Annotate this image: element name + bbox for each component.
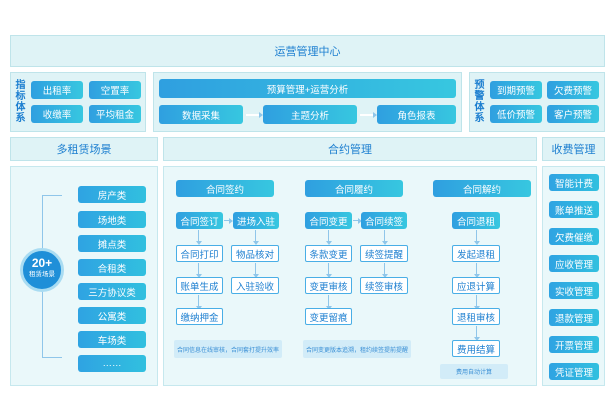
signing-arrow-2 — [195, 263, 202, 278]
signing-side-arrow-1 — [252, 230, 259, 245]
billing-item-receivable[interactable]: 应收管理 — [549, 255, 599, 272]
scene-item-venue[interactable]: 场地类 — [78, 211, 146, 228]
indicator-item-collection[interactable]: 收缴率 — [31, 105, 83, 123]
termination-arrow-4 — [473, 326, 480, 341]
termination-step-initiate[interactable]: 发起退租 — [452, 245, 500, 262]
indicator-item-vacancy[interactable]: 空置率 — [89, 81, 141, 99]
fulfillment-arrow-2 — [325, 263, 332, 278]
scene-item-parking[interactable]: 车场类 — [78, 331, 146, 348]
fulfillment-step-review[interactable]: 变更审核 — [305, 277, 352, 294]
billing-item-arrears-collection[interactable]: 欠费催缴 — [549, 228, 599, 245]
signing-step-sign[interactable]: 合同签订 — [176, 212, 223, 229]
billing-item-bill-push[interactable]: 账单推送 — [549, 201, 599, 218]
termination-step-settlement[interactable]: 费用结算 — [452, 340, 500, 357]
operations-center-title: 运营管理中心 — [274, 46, 341, 58]
flow-arrow-2 — [360, 111, 377, 118]
contract-col-signing-header[interactable]: 合同签约 — [176, 180, 274, 197]
warning-item-low-price[interactable]: 低价预警 — [490, 105, 542, 123]
fulfillment-side-renew[interactable]: 合同续签 — [361, 212, 407, 229]
fulfillment-step-change[interactable]: 合同变更 — [305, 212, 352, 229]
fulfillment-arrow-side — [353, 217, 362, 224]
fulfillment-step-trace[interactable]: 变更留痕 — [305, 308, 352, 325]
signing-step-print[interactable]: 合同打印 — [176, 245, 223, 262]
scene-item-property[interactable]: 房产类 — [78, 186, 146, 203]
flow-arrow-1 — [246, 111, 263, 118]
fulfillment-step-clause[interactable]: 条款变更 — [305, 245, 352, 262]
billing-item-voucher[interactable]: 凭证管理 — [549, 363, 599, 380]
contract-title: 合约管理 — [328, 144, 372, 156]
scene-item-shared[interactable]: 合租类 — [78, 259, 146, 276]
fulfillment-side-renew-reminder[interactable]: 续签提醒 — [360, 245, 408, 262]
scenes-header: 多租赁场景 — [10, 137, 158, 161]
fulfillment-arrow-1 — [325, 230, 332, 245]
indicator-item-occupancy[interactable]: 出租率 — [31, 81, 83, 99]
termination-arrow-1 — [473, 230, 480, 245]
signing-arrow-3 — [195, 295, 202, 310]
contract-col-fulfillment-header[interactable]: 合同履约 — [305, 180, 403, 197]
fulfillment-side-renew-review[interactable]: 续签审核 — [360, 277, 408, 294]
scene-item-tripartite[interactable]: 三方协议类 — [78, 283, 146, 300]
scenes-title: 多租赁场景 — [56, 144, 112, 156]
warning-item-customer[interactable]: 客户预警 — [547, 105, 599, 123]
scene-item-more[interactable]: …… — [78, 355, 146, 372]
billing-item-received[interactable]: 实收管理 — [549, 282, 599, 299]
signing-side-check-items[interactable]: 物品核对 — [231, 245, 279, 262]
signing-step-bill[interactable]: 账单生成 — [176, 277, 223, 294]
budget-title[interactable]: 预算管理+运营分析 — [159, 79, 456, 98]
scenes-badge: 20+ 租赁场景 — [20, 248, 64, 292]
warning-item-arrears[interactable]: 欠费预警 — [547, 81, 599, 99]
termination-step-refund-calc[interactable]: 应退计算 — [452, 277, 500, 294]
scene-item-apartment[interactable]: 公寓类 — [78, 307, 146, 324]
fulfillment-side-arrow-2 — [381, 263, 388, 278]
fulfillment-arrow-3 — [325, 295, 332, 310]
warning-item-expiry[interactable]: 到期预警 — [490, 81, 542, 99]
signing-arrow-1 — [195, 230, 202, 245]
signing-side-acceptance[interactable]: 入驻验收 — [231, 277, 279, 294]
billing-item-invoice[interactable]: 开票管理 — [549, 336, 599, 353]
contract-header: 合约管理 — [163, 137, 537, 161]
termination-arrow-2 — [473, 263, 480, 278]
billing-title: 收费管理 — [551, 144, 596, 156]
budget-step-role-report[interactable]: 角色报表 — [377, 105, 456, 124]
warning-label: 预警体系 — [474, 80, 485, 124]
termination-note: 费用自动计算 — [440, 364, 508, 379]
indicator-item-avg-rent[interactable]: 平均租金 — [89, 105, 141, 123]
scenes-badge-number: 20+ — [31, 256, 53, 270]
signing-side-arrow-2 — [252, 263, 259, 278]
fulfillment-side-arrow-1 — [381, 230, 388, 245]
operations-center-bar: 运营管理中心 — [10, 35, 605, 67]
termination-step-surrender[interactable]: 合同退租 — [452, 212, 500, 229]
billing-item-smart-billing[interactable]: 智能计费 — [549, 174, 599, 191]
termination-step-review[interactable]: 退租审核 — [452, 308, 500, 325]
budget-step-topic-analysis[interactable]: 主题分析 — [263, 105, 357, 124]
indicator-label: 指标体系 — [15, 80, 26, 124]
signing-arrow-side — [224, 217, 233, 224]
fulfillment-note: 合同变更版本追溯，租约续签提前提醒 — [303, 340, 411, 358]
scene-item-stall[interactable]: 摊点类 — [78, 235, 146, 252]
billing-header: 收费管理 — [542, 137, 605, 161]
billing-item-refund[interactable]: 退款管理 — [549, 309, 599, 326]
signing-note: 合同信息在线审核，合同套打提升效率 — [174, 340, 282, 358]
termination-arrow-3 — [473, 295, 480, 310]
billing-panel — [542, 166, 605, 386]
scenes-badge-text: 租赁场景 — [29, 271, 55, 278]
signing-side-move-in[interactable]: 进场入驻 — [233, 212, 279, 229]
budget-step-data-collection[interactable]: 数据采集 — [159, 105, 243, 124]
signing-step-deposit[interactable]: 缴纳押金 — [176, 308, 223, 325]
contract-col-termination-header[interactable]: 合同解约 — [433, 180, 531, 197]
